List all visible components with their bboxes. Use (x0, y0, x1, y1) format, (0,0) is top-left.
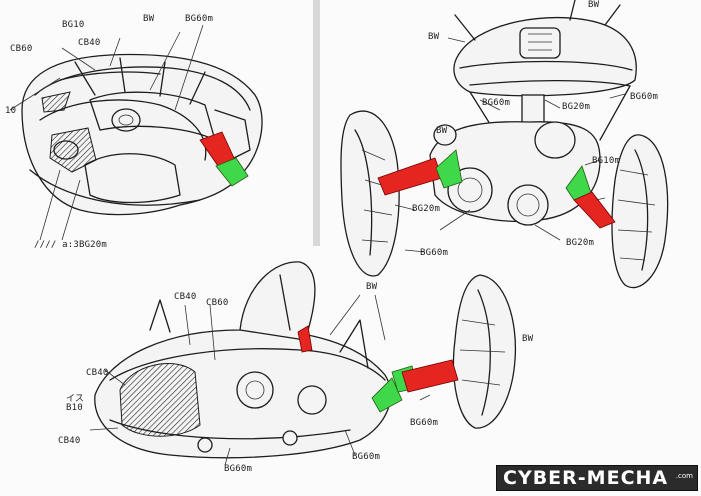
label-cb40: CB40 (78, 38, 101, 48)
label-bw: BW (143, 14, 155, 24)
top-left-mecha-view (9, 24, 263, 241)
label-b-bg60-right: BG60m (410, 418, 439, 428)
cyber-mecha-watermark: CYBER-MECHA .com (496, 465, 698, 491)
red-connector-tr-right (573, 191, 616, 229)
label-b-cb40-top: CB40 (174, 292, 197, 302)
label-b-bg60-center: BG60m (352, 452, 381, 462)
label-tr-bw-top: BW (428, 32, 440, 42)
label-ten: 10 (5, 106, 17, 116)
label-tr-bg10-right: BG10m (592, 156, 621, 166)
watermark-suffix: .com (675, 472, 693, 480)
label-cb60: CB60 (10, 44, 33, 54)
green-joint-bottom-left (371, 377, 403, 413)
label-b-cb60-top: CB60 (206, 298, 229, 308)
bottom-mecha-view (89, 261, 517, 466)
label-tr-bg60-mid: BG60m (482, 98, 511, 108)
label-tr-bg20-left: BG20m (412, 204, 441, 214)
label-b-cb40-bottom: CB40 (58, 436, 81, 446)
label-b-b10: B10 (66, 403, 83, 413)
label-bg10: BG10 (62, 20, 85, 30)
label-b-bw-top: BW (366, 282, 378, 292)
green-joint-tr-left (435, 149, 463, 189)
top-right-mecha-view (340, 0, 669, 289)
label-tr-bg60-right: BG60m (630, 92, 659, 102)
label-legend: //// a:3BG20m (34, 240, 108, 250)
label-bg60: BG60m (185, 14, 214, 24)
label-tr-bw-mid: BW (436, 126, 448, 136)
label-b-isu: イス (66, 394, 85, 404)
green-joint-tl (215, 157, 249, 187)
label-b-bw-right: BW (522, 334, 534, 344)
label-tr-bw-top2: BW (588, 0, 600, 10)
label-b-cb40-left: CB40 (86, 368, 109, 378)
label-b-bg60-bottom: BG60m (224, 464, 253, 474)
label-tr-bg60-left: BG60m (420, 248, 449, 258)
label-tr-bg20-mid: BG20m (562, 102, 591, 112)
red-connector-bottom-right (401, 359, 459, 393)
watermark-text: CYBER-MECHA (503, 467, 669, 489)
red-connector-bottom-top (297, 325, 313, 353)
label-tr-bg20-right: BG20m (566, 238, 595, 248)
